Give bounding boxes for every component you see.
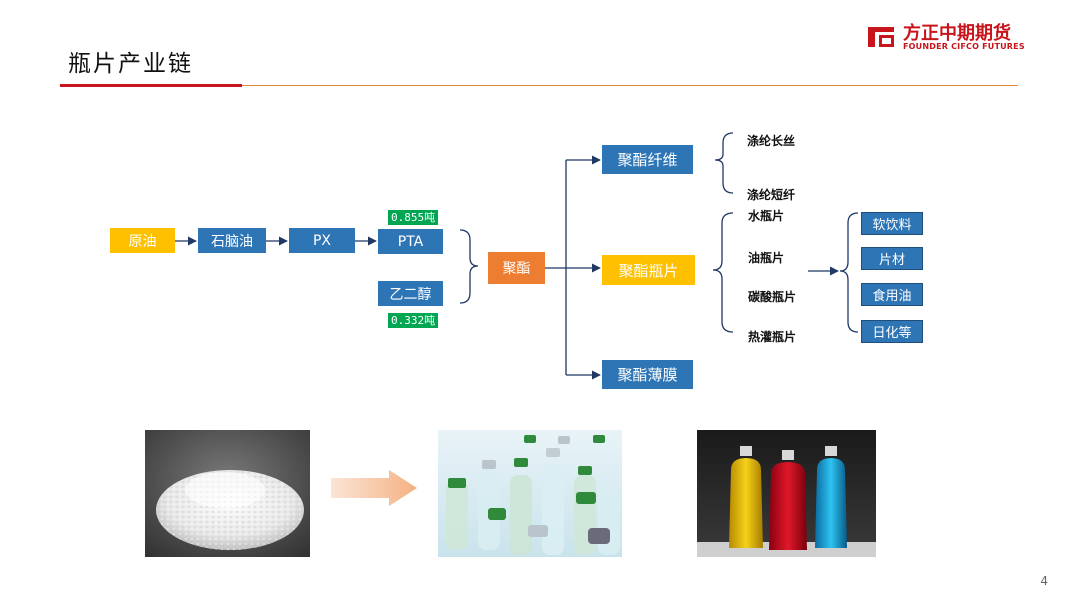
node-crude-oil: 原油 [110,228,175,253]
node-polyester-film: 聚酯薄膜 [602,360,693,389]
end-use-daily-chemicals: 日化等 [861,320,923,343]
bottle-product-carbonated: 碳酸瓶片 [748,290,797,304]
end-use-edible-oil: 食用油 [861,283,923,306]
node-px: PX [289,228,355,253]
bracket-end-uses [839,212,859,333]
bracket-bottle-products [712,212,734,333]
bracket-pta-meg [459,229,479,304]
fiber-product-filament: 涤纶长丝 [747,134,796,148]
bottle-preforms-image [438,430,622,557]
logo-chinese-name: 方正中期期货 [903,23,1011,44]
pellets-image [145,430,310,557]
company-logo-icon [868,27,894,47]
title-underline-accent [60,84,242,87]
node-bottle-chip: 聚酯瓶片 [602,255,695,285]
logo-english-name: FOUNDER CIFCO FUTURES [903,42,1025,51]
page-number: 4 [1040,574,1048,588]
node-pta: PTA [378,229,443,254]
meg-ratio-tag: 0.332吨 [388,313,439,328]
node-polyester: 聚酯 [488,252,545,284]
bottle-product-oil: 油瓶片 [748,251,785,265]
node-ethylene-glycol: 乙二醇 [378,281,443,306]
right-arrow-icon [331,470,417,506]
node-naphtha: 石脑油 [198,228,266,253]
end-use-soft-drinks: 软饮料 [861,212,923,235]
bottle-product-hotfill: 热灌瓶片 [748,330,797,344]
pta-ratio-tag: 0.855吨 [388,210,439,225]
end-use-sheet: 片材 [861,247,923,270]
title-underline [242,85,1018,86]
fiber-product-staple: 涤纶短纤 [747,188,796,202]
bracket-fiber-products [714,132,734,194]
node-polyester-fiber: 聚酯纤维 [602,145,693,174]
bottle-product-water: 水瓶片 [748,209,785,223]
colored-bottles-image [697,430,876,557]
page-title: 瓶片产业链 [68,51,193,77]
